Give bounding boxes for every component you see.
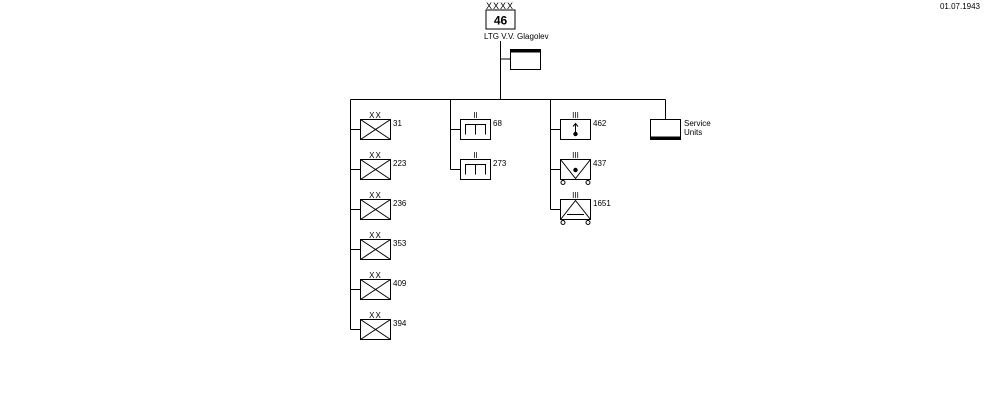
- unit-motorized-anti-tank: III 437: [550, 151, 607, 185]
- unit-marks: II: [473, 151, 477, 160]
- unit-marks: II: [473, 111, 477, 120]
- unit-infantry: XX 223: [350, 151, 407, 180]
- unit-marks: XX: [369, 191, 382, 200]
- army-box: [485, 9, 516, 30]
- army-size-marks: XXXX: [486, 1, 514, 11]
- unit-infantry: XX 409: [350, 271, 407, 300]
- col2-units: II 68 II 273: [450, 111, 507, 180]
- unit-infantry: XX 31: [350, 111, 402, 140]
- unit-marks: III: [572, 151, 579, 160]
- service-label-line2: Units: [684, 128, 702, 137]
- date-label: 01.07.1943: [939, 2, 980, 11]
- unit-infantry: XX 353: [350, 231, 407, 260]
- unit-marks: XX: [369, 231, 382, 240]
- unit-label: 1651: [593, 199, 611, 208]
- army-commander: LTG V.V. Glagolev: [484, 32, 549, 41]
- unit-label: 437: [593, 159, 607, 168]
- service-label-line1: Service: [684, 119, 711, 128]
- unit-marks: III: [572, 191, 579, 200]
- unit-engineer: II 68: [450, 111, 502, 140]
- unit-label: 409: [393, 279, 407, 288]
- unit-marks: XX: [369, 271, 382, 280]
- unit-label: 394: [393, 319, 407, 328]
- unit-label: 462: [593, 119, 607, 128]
- unit-rocket-artillery: III 462: [550, 111, 607, 140]
- service-bar: [650, 136, 681, 140]
- army-number: 46: [494, 14, 508, 28]
- unit-engineer: II 273: [450, 151, 507, 180]
- col3-units: III 462 III 437 III 1651: [550, 111, 611, 225]
- unit-motorized-anti-aircraft: III 1651: [550, 191, 611, 225]
- unit-marks: XX: [369, 151, 382, 160]
- col1-units: XX 31 XX 223 XX 236 XX: [350, 111, 407, 340]
- hq-staff-bar: [510, 49, 541, 53]
- unit-label: 353: [393, 239, 407, 248]
- unit-marks: XX: [369, 111, 382, 120]
- unit-infantry: XX 236: [350, 191, 407, 220]
- unit-label: 273: [493, 159, 507, 168]
- unit-marks: XX: [369, 311, 382, 320]
- unit-label: 31: [393, 119, 402, 128]
- service-units: Service Units: [650, 119, 711, 140]
- unit-label: 68: [493, 119, 502, 128]
- unit-infantry: XX 394: [350, 311, 407, 340]
- unit-label: 223: [393, 159, 407, 168]
- unit-label: 236: [393, 199, 407, 208]
- unit-marks: III: [572, 111, 579, 120]
